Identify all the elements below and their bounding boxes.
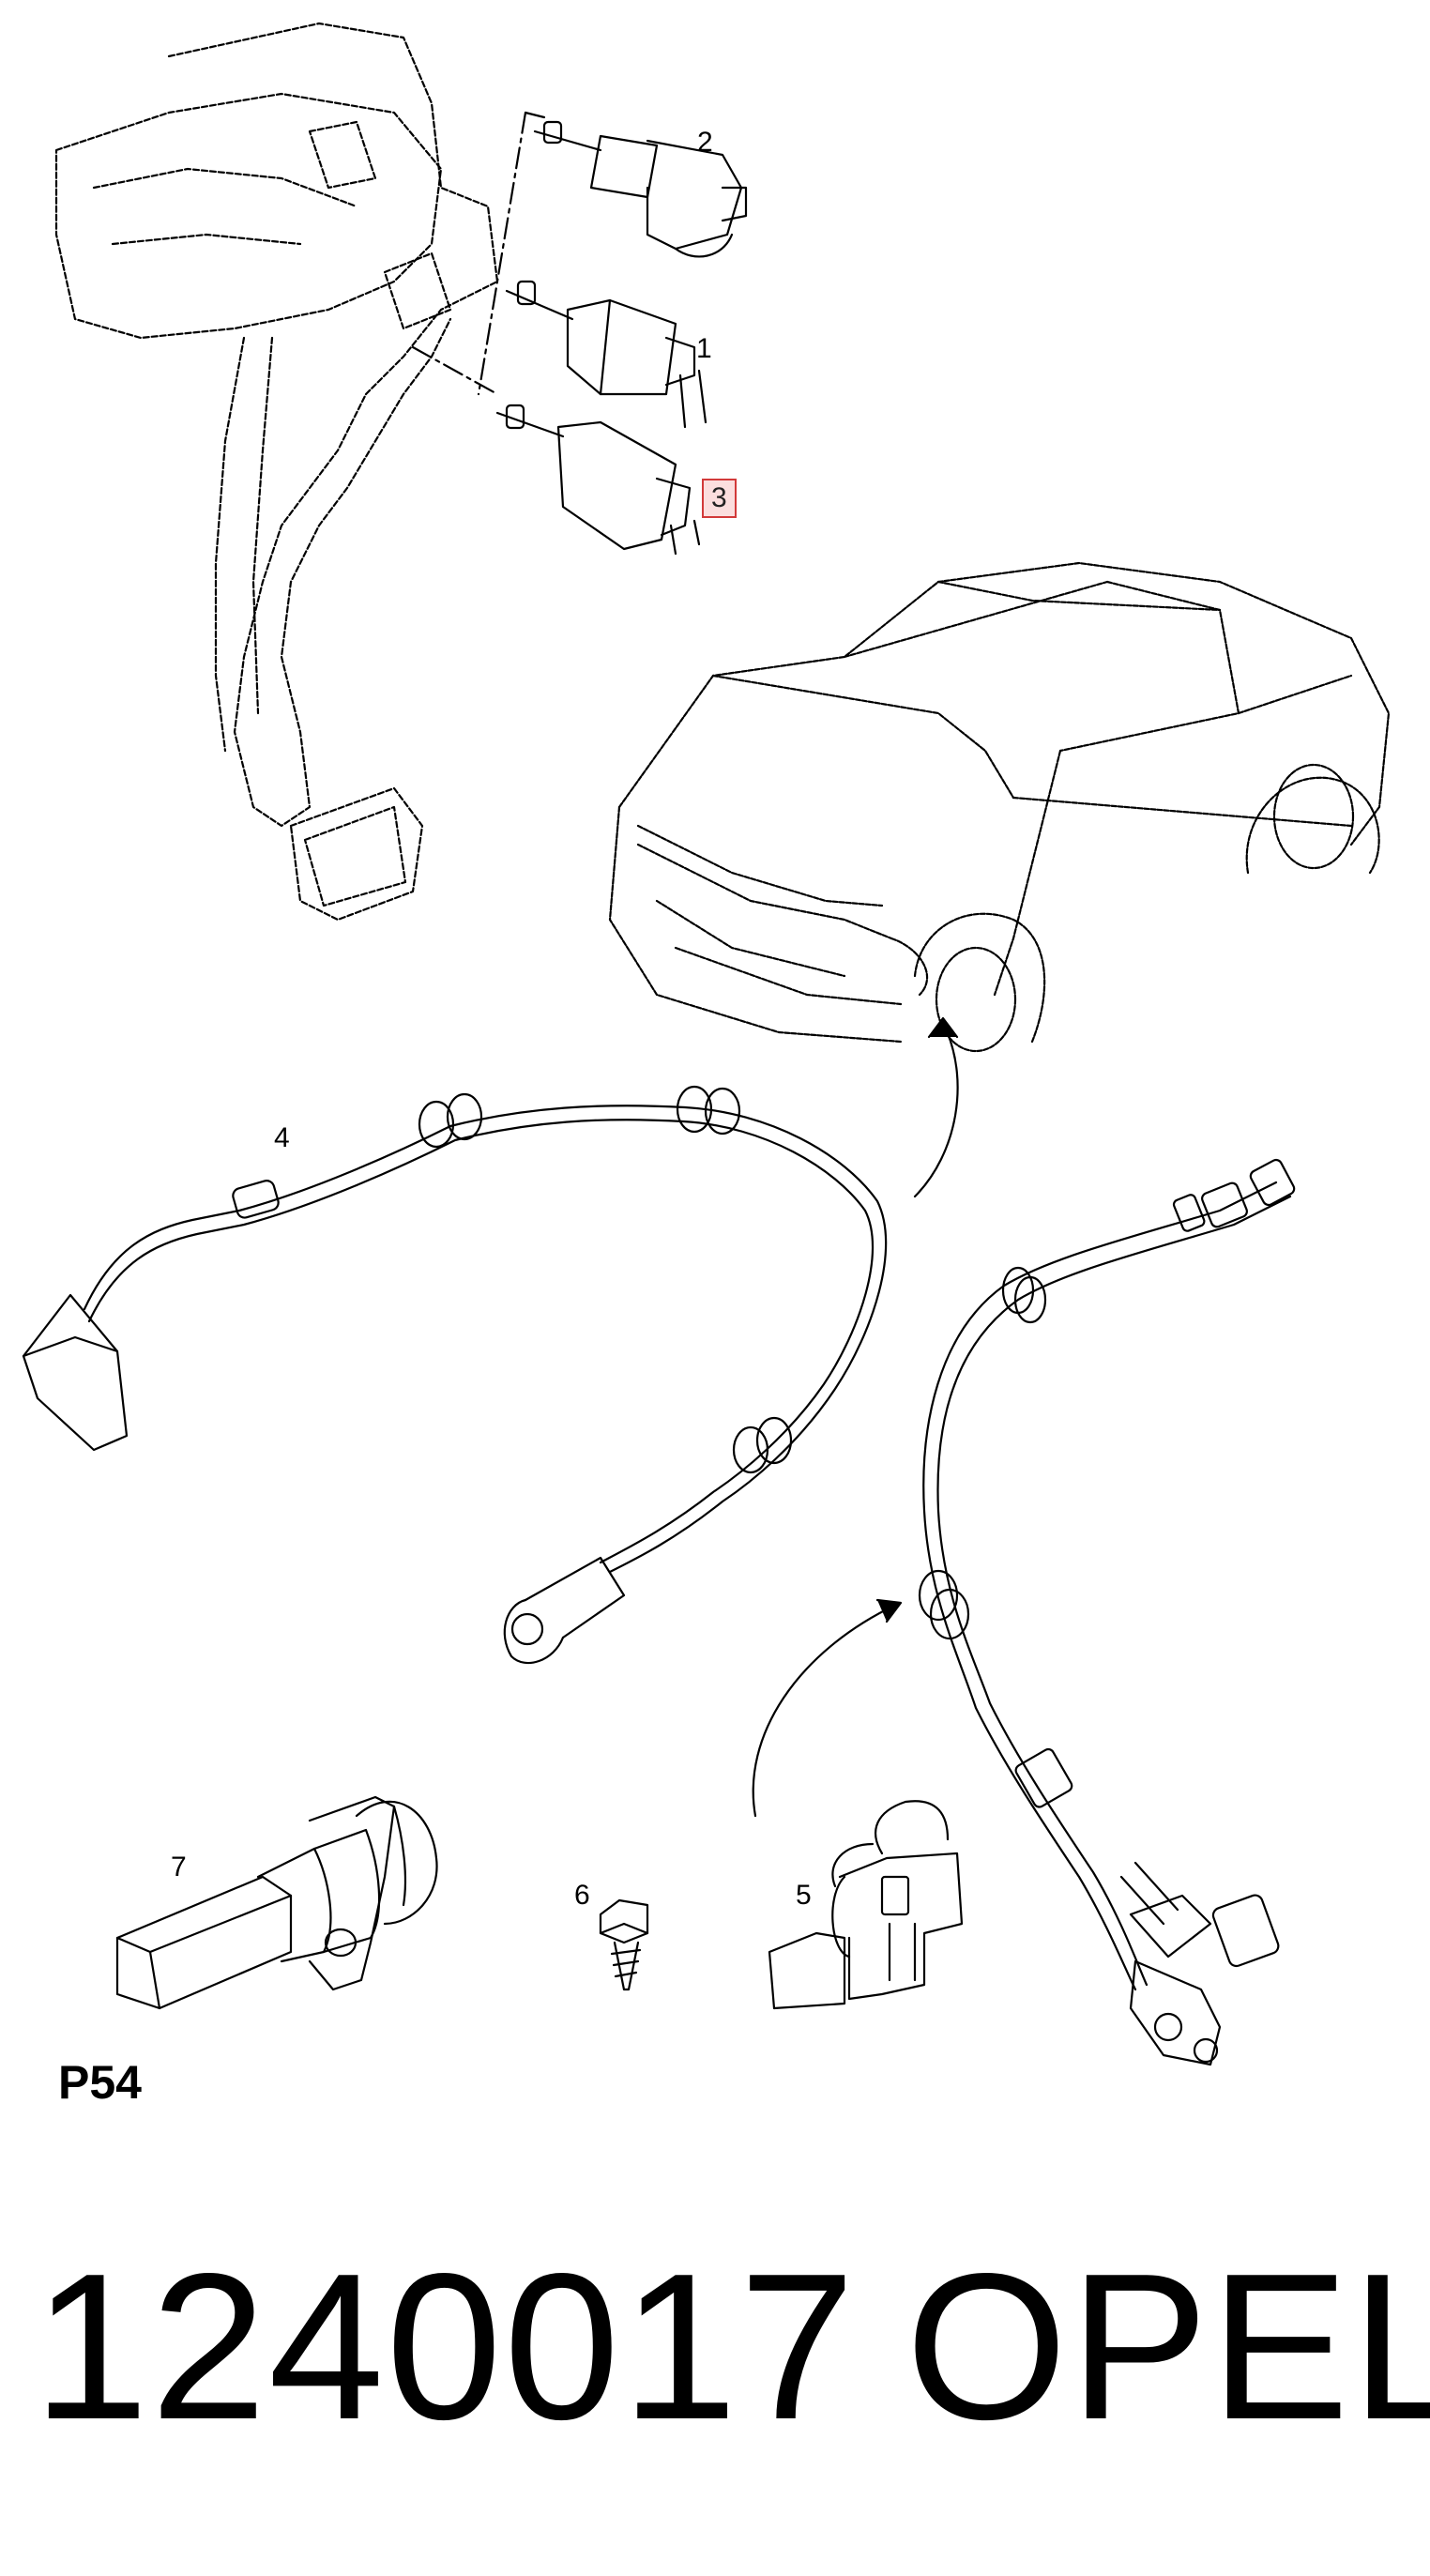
part-number: 1240017 [33,2231,858,2463]
callout-1: 1 [696,333,712,364]
wheel-sensor-cable-4 [22,1085,888,1665]
callout-5: 5 [796,1880,812,1911]
arrow-clip-to-sensor [752,1603,898,1818]
stop-lamp-switch-3 [495,404,701,556]
callout-2: 2 [697,127,713,158]
stop-lamp-switch-2 [533,120,748,258]
callout-6: 6 [574,1880,590,1911]
screw-6 [599,1898,649,1991]
brand-name: OPEL [905,2231,1430,2463]
callout-7: 7 [171,1852,187,1882]
plate-label: P54 [58,2056,142,2109]
wheel-sensor-cable-right [918,1158,1296,2066]
callout-3: 3 [702,479,737,518]
stop-lamp-switch-1 [505,280,707,429]
arrow-car-to-sensor [913,1021,959,1198]
crank-sensor-7 [115,1795,438,2010]
callout-4: 4 [274,1122,290,1153]
pedal-box-assembly [54,22,499,922]
cable-clip-5 [768,1800,964,2010]
car-illustration [608,561,1391,1053]
